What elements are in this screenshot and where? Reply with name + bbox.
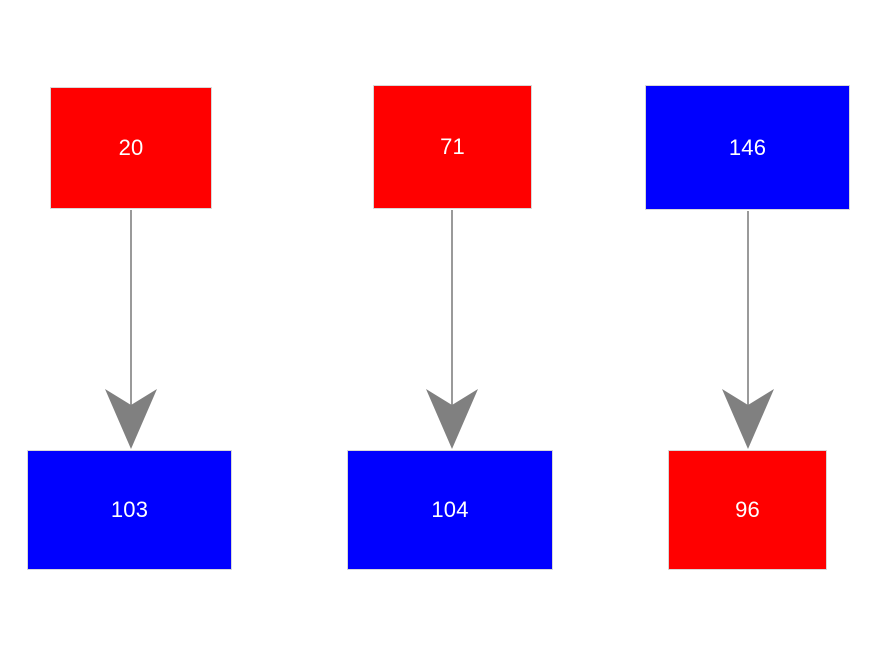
arrowhead-icon bbox=[426, 389, 478, 449]
arrowhead-icon bbox=[105, 389, 157, 449]
node-n3[interactable]: 146 bbox=[645, 85, 850, 210]
node-label: 71 bbox=[440, 134, 465, 159]
node-n6[interactable]: 96 bbox=[668, 450, 827, 570]
node-n5[interactable]: 104 bbox=[347, 450, 553, 570]
edge-e1 bbox=[105, 210, 157, 449]
arrowhead-icon bbox=[722, 389, 774, 449]
node-n1[interactable]: 20 bbox=[50, 87, 212, 209]
edge-e2 bbox=[426, 210, 478, 449]
node-n4[interactable]: 103 bbox=[27, 450, 232, 570]
node-label: 104 bbox=[431, 497, 469, 522]
node-label: 103 bbox=[110, 497, 149, 522]
node-label: 146 bbox=[728, 134, 767, 160]
node-label: 96 bbox=[735, 497, 760, 522]
node-n2[interactable]: 71 bbox=[373, 85, 532, 209]
edges-group bbox=[105, 210, 774, 449]
node-label: 20 bbox=[118, 135, 144, 160]
edge-e3 bbox=[722, 211, 774, 449]
